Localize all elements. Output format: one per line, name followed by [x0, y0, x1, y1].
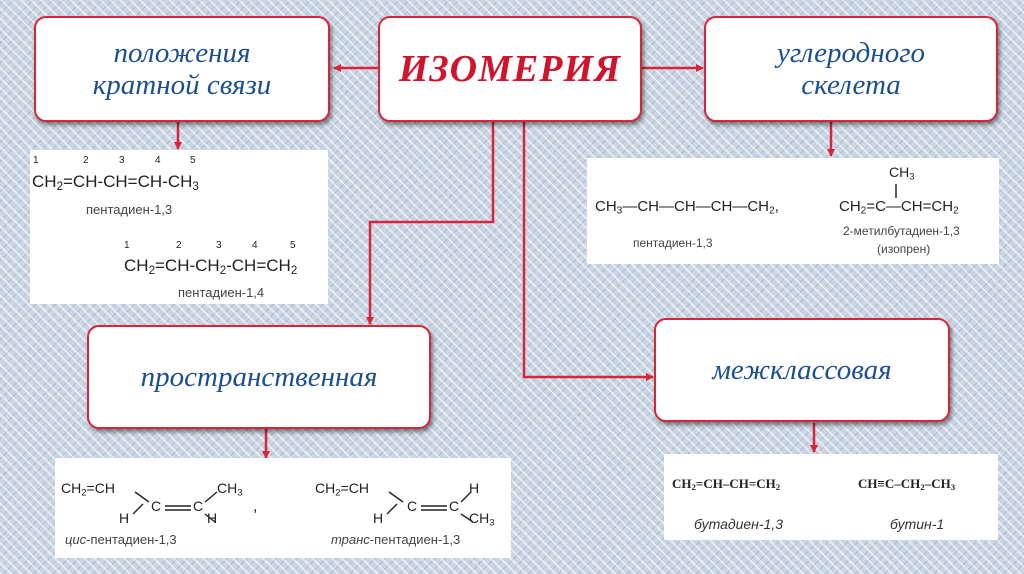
cis-carbon-2: C — [193, 498, 204, 514]
formula-isoprene: CH2=C—CH=CH2 — [839, 198, 959, 217]
arrow-to-interclass — [522, 122, 654, 381]
formula-butyne: CH≡C–CH2–CH3 — [858, 476, 956, 493]
skeleton-label-line2: скелета — [801, 69, 901, 101]
interclass-isomerism-box: межклассовая — [654, 318, 950, 422]
name-2-methylbutadiene: 2-метилбутадиен-1,3 — [843, 224, 960, 238]
trans-methyl: CH3 — [469, 510, 495, 529]
trans-carbon-1: C — [407, 498, 418, 514]
arrow-to-spatial — [366, 122, 495, 325]
cis-h-right: H — [207, 510, 218, 526]
spatial-bonds — [132, 491, 474, 523]
position-example-panel: 1 2 3 4 5 CH2=CH-CH=CH-CH3 пентадиен-1,3… — [30, 150, 328, 304]
methyl-group-top: CH3 — [889, 164, 915, 183]
name-trans-pentadiene: транс-пентадиен-1,3 — [331, 532, 461, 547]
cis-carbon-1: C — [151, 498, 162, 514]
spatial-label: пространственная — [140, 360, 378, 393]
carbon-number: 1 — [33, 155, 39, 166]
carbon-number: 2 — [176, 240, 182, 251]
cis-h-left: H — [119, 510, 130, 526]
trans-h-right: H — [469, 480, 480, 496]
name-butadiene: бутадиен-1,3 — [694, 516, 783, 532]
cis-right-group: CH3 — [217, 480, 243, 499]
carbon-number: 4 — [252, 240, 258, 251]
cis-left-group: CH2=CH — [61, 480, 115, 499]
skeleton-example-panel: CH3—CH—CH—CH—CH2, пентадиен-1,3 CH3 CH2=… — [587, 158, 999, 264]
formula-pentadiene-1-4: CH2=CH-CH2-CH=CH2 — [124, 256, 298, 277]
separator-comma: , — [253, 498, 258, 515]
name-butyne: бутин-1 — [890, 516, 945, 532]
trans-carbon-2: C — [449, 498, 460, 514]
formula-butadiene: CH2=CH–CH=CH2 — [672, 476, 781, 493]
position-isomerism-box: положения кратной связи — [34, 16, 330, 122]
carbon-number: 4 — [155, 155, 161, 166]
name-pentadiene-1-4: пентадиен-1,4 — [178, 285, 265, 300]
interclass-label: межклассовая — [712, 353, 892, 386]
carbon-number: 5 — [190, 155, 196, 166]
formula-pentadiene-1-3-skeleton: CH3—CH—CH—CH—CH2, — [595, 198, 779, 217]
name-pentadiene-1-3-skeleton: пентадиен-1,3 — [633, 236, 713, 250]
formula-pentadiene-1-3: CH2=CH-CH=CH-CH3 — [32, 172, 199, 193]
name-pentadiene-1-3: пентадиен-1,3 — [86, 202, 173, 217]
spatial-isomerism-box: пространственная — [87, 325, 431, 429]
carbon-number: 1 — [124, 240, 130, 251]
carbon-number: 2 — [83, 155, 89, 166]
interclass-example-panel: CH2=CH–CH=CH2 CH≡C–CH2–CH3 бутадиен-1,3 … — [664, 454, 998, 540]
methyl-bond — [895, 184, 897, 198]
carbon-number: 3 — [216, 240, 222, 251]
trans-h-left: H — [373, 510, 384, 526]
page-title: ИЗОМЕРИЯ — [398, 48, 622, 90]
carbon-number: 5 — [290, 240, 296, 251]
name-isoprene: (изопрен) — [877, 242, 931, 256]
position-label-line1: положения — [113, 36, 251, 69]
spatial-example-panel: CH2=CH H C C CH3 H , цис-пентадиен-1,3 C… — [55, 458, 511, 558]
title-box: ИЗОМЕРИЯ — [378, 16, 642, 122]
trans-left-group: CH2=CH — [315, 480, 369, 499]
name-cis-pentadiene: цис-пентадиен-1,3 — [65, 532, 177, 547]
carbon-number: 3 — [119, 155, 125, 166]
position-label-line2: кратной связи — [92, 69, 272, 101]
skeleton-isomerism-box: углеродного скелета — [704, 16, 998, 122]
skeleton-label-line1: углеродного — [776, 36, 926, 69]
